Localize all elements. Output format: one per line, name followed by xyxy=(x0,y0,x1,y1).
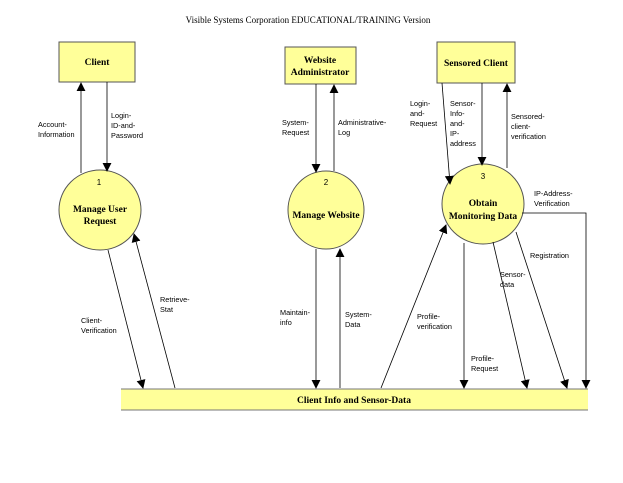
flow-administrative-log: Administrative-Log xyxy=(329,84,387,171)
process-1-line1: Manage User xyxy=(73,205,128,215)
svg-text:IP-Address-Verification: IP-Address-Verification xyxy=(534,189,573,208)
process-2-label: Manage Website xyxy=(292,211,359,221)
flow-sensor-data: Sensor-data xyxy=(492,241,530,389)
entity-client[interactable]: Client xyxy=(58,41,136,83)
process-obtain-monitoring-data[interactable]: 3 Obtain Monitoring Data xyxy=(441,163,525,245)
entity-sensored-client-label: Sensored Client xyxy=(444,59,509,69)
entity-website-admin-line1: Website xyxy=(304,56,336,66)
flow-sensor-info-and-ip-address: Sensor-Info-and-IP-address xyxy=(450,83,487,166)
flow-login-and-request: Login-and-Request xyxy=(410,82,454,185)
process-manage-user-request[interactable]: 1 Manage User Request xyxy=(58,169,142,251)
entity-client-label: Client xyxy=(85,58,111,68)
flow-login-id-password: Login-ID-and-Password xyxy=(102,82,143,172)
flow-account-information: Account-Information xyxy=(38,82,86,173)
process-manage-website[interactable]: 2 Manage Website xyxy=(287,170,365,250)
flow-ip-address-verification: IP-Address-Verification xyxy=(522,189,591,389)
flow-client-verification: Client-Verification xyxy=(81,249,146,389)
flow-system-data: System-Data xyxy=(335,248,372,388)
svg-text:Sensored-client-verification: Sensored-client-verification xyxy=(511,112,546,141)
svg-text:Login-ID-and-Password: Login-ID-and-Password xyxy=(111,111,143,140)
svg-text:Profile-Request: Profile-Request xyxy=(471,354,498,373)
svg-text:System-Request: System-Request xyxy=(282,118,309,137)
svg-text:Account-Information: Account-Information xyxy=(38,120,75,139)
data-store-label: Client Info and Sensor-Data xyxy=(297,396,411,406)
data-store-client-info[interactable]: Client Info and Sensor-Data xyxy=(121,388,588,411)
flow-system-request: System-Request xyxy=(282,84,321,173)
flow-maintain-info: Maintain-info xyxy=(280,249,321,389)
svg-text:Sensor-Info-and-IP-address: Sensor-Info-and-IP-address xyxy=(450,99,476,148)
svg-text:Retrieve-Stat: Retrieve-Stat xyxy=(160,295,190,314)
process-3-line2: Monitoring Data xyxy=(449,212,518,222)
process-3-number: 3 xyxy=(481,172,486,181)
svg-text:Profile-verification: Profile-verification xyxy=(417,312,452,331)
flow-profile-verification: Profile-verification xyxy=(380,224,452,389)
flow-sensored-client-verification: Sensored-client-verification xyxy=(502,83,546,168)
diagram-title: Visible Systems Corporation EDUCATIONAL/… xyxy=(186,15,431,25)
svg-text:Login-and-Request: Login-and-Request xyxy=(410,99,437,128)
entity-website-administrator[interactable]: Website Administrator xyxy=(284,46,357,85)
process-1-line2: Request xyxy=(84,217,118,227)
flow-profile-request: Profile-Request xyxy=(459,243,498,389)
flow-registration: Registration xyxy=(515,231,569,389)
entity-website-admin-line2: Administrator xyxy=(291,68,350,78)
entity-sensored-client[interactable]: Sensored Client xyxy=(436,41,516,84)
svg-text:Maintain-info: Maintain-info xyxy=(280,308,311,327)
process-3-line1: Obtain xyxy=(469,199,498,209)
process-1-number: 1 xyxy=(97,178,102,187)
svg-text:Client-Verification: Client-Verification xyxy=(81,316,117,335)
svg-text:System-Data: System-Data xyxy=(345,310,372,329)
svg-text:Sensor-data: Sensor-data xyxy=(500,270,526,289)
svg-text:Registration: Registration xyxy=(530,251,569,260)
svg-text:Administrative-Log: Administrative-Log xyxy=(338,118,387,137)
flow-retrieve-stat: Retrieve-Stat xyxy=(131,233,190,389)
process-2-number: 2 xyxy=(324,178,329,187)
